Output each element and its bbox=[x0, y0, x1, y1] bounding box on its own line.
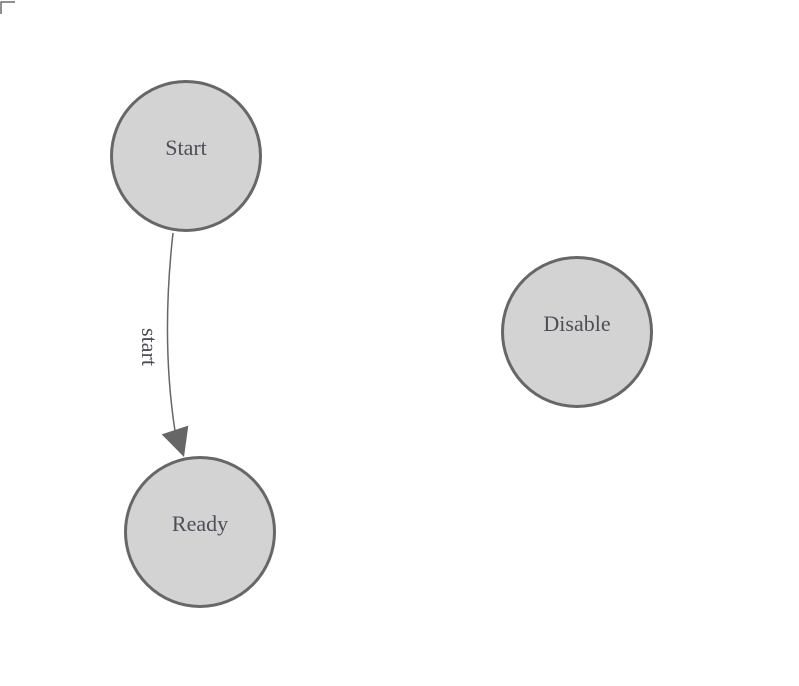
corner-mark bbox=[0, 1, 15, 14]
node-label: Disable bbox=[543, 311, 611, 336]
state-node-start[interactable]: Start bbox=[110, 80, 262, 232]
arrowhead-icon bbox=[161, 425, 189, 457]
edge-label-start[interactable]: start bbox=[137, 328, 162, 366]
edge-start-to-ready[interactable] bbox=[166, 232, 176, 432]
state-node-ready[interactable]: Ready bbox=[124, 456, 276, 608]
state-node-disable[interactable]: Disable bbox=[501, 256, 653, 408]
node-label: Ready bbox=[171, 511, 229, 536]
node-label: Start bbox=[165, 135, 207, 160]
